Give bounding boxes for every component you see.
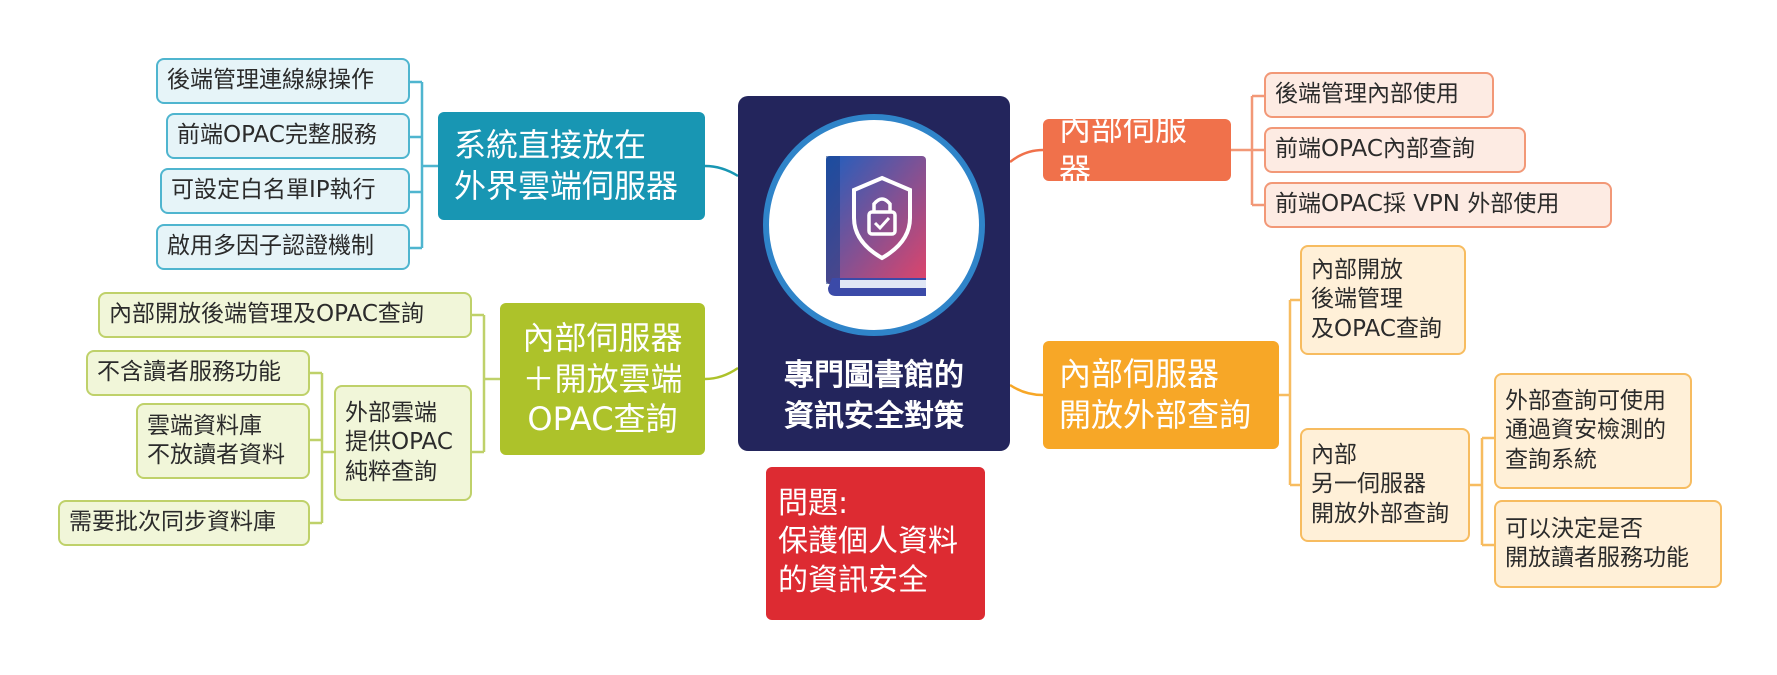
leaf-opac-vpn[interactable]: 前端OPAC採 VPN 外部使用 (1264, 182, 1612, 228)
problem-note: 問題: 保護個人資料 的資訊安全 (766, 467, 985, 620)
leaf-ip-whitelist[interactable]: 可設定白名單IP執行 (160, 168, 410, 214)
shield-lock-book-icon (826, 156, 926, 296)
leaf-mfa[interactable]: 啟用多因子認證機制 (156, 224, 410, 270)
branch-internal-server[interactable]: 內部伺服器 (1043, 110, 1231, 189)
central-title: 專門圖書館的 資訊安全對策 (784, 358, 964, 434)
leaf-opac-full-service[interactable]: 前端OPAC完整服務 (166, 113, 410, 159)
leaf-cloud-db-no-reader-data[interactable]: 雲端資料庫 不放讀者資料 (136, 403, 310, 479)
leaf-external-cloud-opac[interactable]: 外部雲端 提供OPAC 純粹查詢 (334, 385, 472, 501)
leaf-reader-service-option[interactable]: 可以決定是否 開放讀者服務功能 (1494, 500, 1722, 588)
leaf-second-server[interactable]: 內部 另一伺服器 開放外部查詢 (1300, 428, 1470, 542)
central-emblem (763, 114, 985, 336)
leaf-backend-connection[interactable]: 後端管理連線線操作 (156, 58, 410, 104)
central-topic: 專門圖書館的 資訊安全對策 (738, 96, 1010, 451)
leaf-internal-open-backend[interactable]: 內部開放 後端管理 及OPAC查詢 (1300, 245, 1466, 355)
leaf-opac-internal[interactable]: 前端OPAC內部查詢 (1264, 127, 1526, 173)
leaf-no-reader-service[interactable]: 不含讀者服務功能 (86, 350, 310, 396)
branch-cloud-server[interactable]: 系統直接放在 外界雲端伺服器 (438, 112, 705, 220)
branch-internal-plus-cloud-opac[interactable]: 內部伺服器 ＋開放雲端 OPAC查詢 (500, 303, 705, 455)
branch-internal-external-query[interactable]: 內部伺服器 開放外部查詢 (1043, 341, 1279, 449)
leaf-internal-open-backend-opac[interactable]: 內部開放後端管理及OPAC查詢 (98, 292, 472, 338)
leaf-batch-sync[interactable]: 需要批次同步資料庫 (58, 500, 310, 546)
leaf-backend-internal[interactable]: 後端管理內部使用 (1264, 72, 1494, 118)
leaf-certified-query-system[interactable]: 外部查詢可使用 通過資安檢測的 查詢系統 (1494, 373, 1692, 489)
